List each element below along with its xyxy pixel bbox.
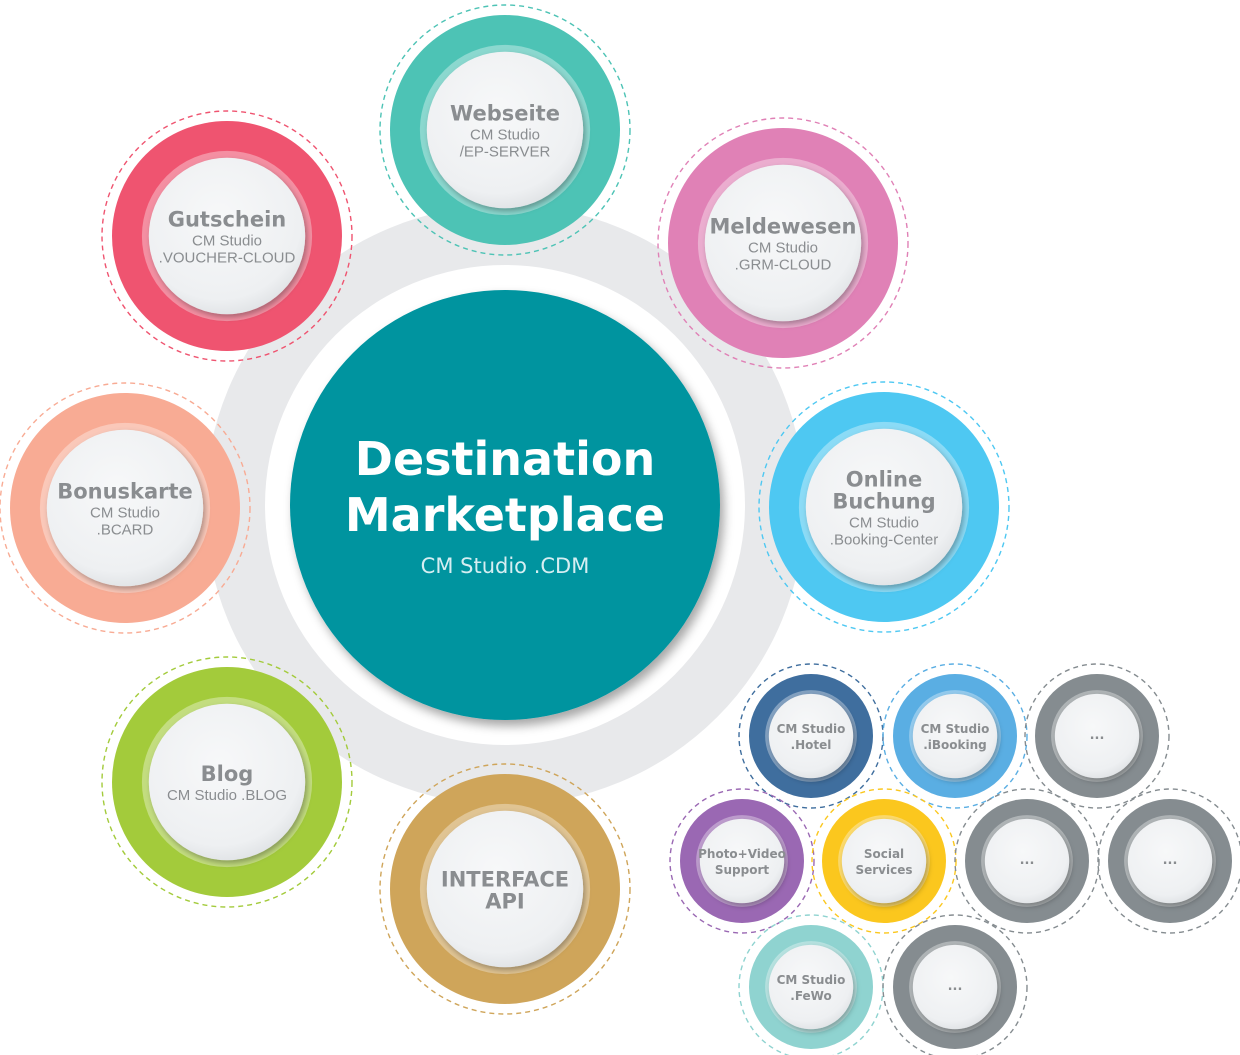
extra-more-4-line1: ... xyxy=(948,979,963,994)
center-circle xyxy=(290,290,720,720)
module-webseite-sub1: CM Studio xyxy=(470,126,540,143)
module-online-buchung-dashed-ring xyxy=(758,381,1010,633)
module-bonuskarte-title1: Bonuskarte xyxy=(57,479,193,503)
module-online-buchung-sub1: CM Studio xyxy=(849,514,919,531)
extra-more-3-inner-disc xyxy=(1127,818,1213,904)
extra-hotel-line2: .Hotel xyxy=(791,738,832,752)
module-interface-api-inner-disc xyxy=(426,810,584,968)
module-webseite-sub2: /EP-SERVER xyxy=(460,143,551,160)
module-interface-api-title1: INTERFACE xyxy=(441,867,569,891)
module-bonuskarte-inner-disc xyxy=(46,429,204,587)
center-node[interactable]: Destination Marketplace CM Studio .CDM xyxy=(290,290,720,720)
extra-ibooking[interactable]: CM Studio .iBooking xyxy=(882,663,1028,809)
extra-photo-video-dashed-ring xyxy=(669,788,815,934)
extra-hotel[interactable]: CM Studio .Hotel xyxy=(738,663,884,809)
extra-more-1-dashed-ring xyxy=(1024,663,1170,809)
extra-more-2-dashed-ring xyxy=(954,788,1100,934)
extra-more-2[interactable]: ... xyxy=(954,788,1100,934)
extra-more-3-line1: ... xyxy=(1163,853,1178,868)
module-webseite-title1: Webseite xyxy=(450,101,560,125)
extra-more-1[interactable]: ... xyxy=(1024,663,1170,809)
module-webseite-dashed-ring xyxy=(379,4,631,256)
module-online-buchung-title1: Online xyxy=(846,467,922,491)
extra-hotel-line1: CM Studio xyxy=(777,722,846,736)
center-title-line1: Destination xyxy=(355,432,655,486)
extra-social-line1: Social xyxy=(864,847,904,861)
extra-more-4-inner-disc xyxy=(912,944,998,1030)
extra-more-1-line1: ... xyxy=(1090,728,1105,743)
module-meldewesen-sub1: CM Studio xyxy=(748,239,818,256)
extra-photo-video-line1: Photo+Video xyxy=(698,847,786,861)
module-bonuskarte-sub1: CM Studio xyxy=(90,504,160,521)
extra-fewo-inner-disc xyxy=(768,944,854,1030)
extra-more-4-dashed-ring xyxy=(882,914,1028,1055)
module-interface-api-dashed-ring xyxy=(379,763,631,1015)
module-blog-title1: Blog xyxy=(201,762,254,786)
module-blog-dashed-ring xyxy=(101,656,353,908)
module-online-buchung-sub2: .Booking-Center xyxy=(830,531,938,548)
module-meldewesen-sub2: .GRM-CLOUD xyxy=(735,256,832,273)
extra-more-2-inner-disc xyxy=(984,818,1070,904)
extra-social-line2: Services xyxy=(855,863,912,877)
center-subtitle: CM Studio .CDM xyxy=(421,554,590,578)
module-meldewesen-inner-disc xyxy=(704,164,862,322)
module-gutschein-dashed-ring xyxy=(101,110,353,362)
module-meldewesen-dashed-ring xyxy=(657,117,909,369)
module-gutschein-sub1: CM Studio xyxy=(192,232,262,249)
extra-social-dashed-ring xyxy=(811,788,957,934)
extra-hotel-inner-disc xyxy=(768,693,854,779)
center-title-line2: Marketplace xyxy=(345,488,665,542)
extra-ibooking-line2: .iBooking xyxy=(923,738,987,752)
extra-photo-video-line2: Support xyxy=(715,863,770,877)
extra-more-4[interactable]: ... xyxy=(882,914,1028,1055)
extra-more-3-dashed-ring xyxy=(1097,788,1240,934)
extra-fewo[interactable]: CM Studio .FeWo xyxy=(738,914,884,1055)
extras-layer: CM Studio .Hotel CM Studio .iBooking... Phot… xyxy=(669,663,1240,1055)
extra-photo-video-inner-disc xyxy=(699,818,785,904)
module-bonuskarte-sub2: .BCARD xyxy=(97,521,154,538)
extra-fewo-line1: CM Studio xyxy=(777,973,846,987)
extra-more-2-line1: ... xyxy=(1020,853,1035,868)
module-blog-sub1: CM Studio .BLOG xyxy=(167,787,287,804)
extra-more-3[interactable]: ... xyxy=(1097,788,1240,934)
module-gutschein-sub2: .VOUCHER-CLOUD xyxy=(159,249,296,266)
module-meldewesen-title1: Meldewesen xyxy=(710,214,857,238)
extra-ibooking-dashed-ring xyxy=(882,663,1028,809)
module-bonuskarte-dashed-ring xyxy=(0,382,251,634)
extra-ibooking-line1: CM Studio xyxy=(921,722,990,736)
module-gutschein-title1: Gutschein xyxy=(168,207,287,231)
extra-fewo-line2: .FeWo xyxy=(790,989,831,1003)
extra-social-inner-disc xyxy=(841,818,927,904)
module-online-buchung-inner-disc xyxy=(805,428,963,586)
extra-more-1-inner-disc xyxy=(1054,693,1140,779)
module-blog-inner-disc xyxy=(148,703,306,861)
module-online-buchung-title2: Buchung xyxy=(832,489,935,513)
module-gutschein-inner-disc xyxy=(148,157,306,315)
extra-ibooking-inner-disc xyxy=(912,693,998,779)
module-interface-api-title2: API xyxy=(485,889,524,913)
module-webseite-inner-disc xyxy=(426,51,584,209)
